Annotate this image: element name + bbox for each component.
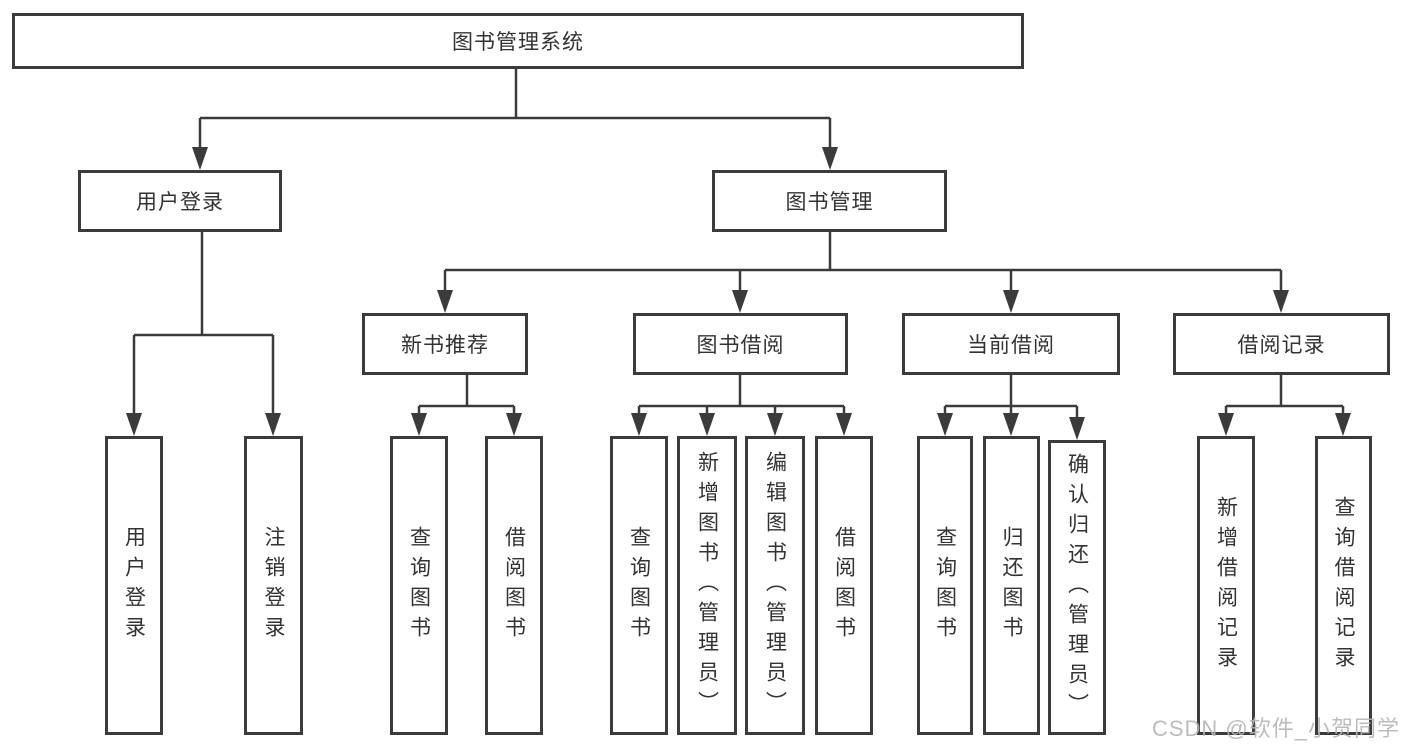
connector-book-management-branch — [437, 232, 1289, 313]
node-book-borrow: 图书借阅 — [633, 313, 848, 375]
leaf-add-books-admin-label: 新增图书（管理员） — [695, 450, 719, 721]
node-book-management-label: 图书管理 — [785, 191, 874, 214]
csdn-watermark: CSDN @软件_小贺同学 — [1151, 716, 1400, 741]
leaf-return-books-label: 归还图书 — [1000, 525, 1024, 646]
leaf-confirm-return-admin: 确认归还（管理员） — [1048, 440, 1106, 735]
leaf-query-borrow-record: 查询借阅记录 — [1315, 436, 1372, 735]
leaf-borrow-books-2-label: 借阅图书 — [832, 525, 856, 646]
node-borrow-records: 借阅记录 — [1173, 313, 1390, 375]
node-current-borrow-label: 当前借阅 — [967, 334, 1055, 357]
leaf-borrow-books-1: 借阅图书 — [485, 436, 543, 735]
leaf-query-books-1-label: 查询图书 — [407, 525, 431, 646]
leaf-borrow-books-2: 借阅图书 — [815, 436, 873, 735]
connector-user-login-branch — [126, 232, 281, 436]
leaf-add-borrow-record: 新增借阅记录 — [1197, 436, 1255, 735]
leaf-user-login: 用户登录 — [105, 436, 163, 735]
leaf-add-books-admin: 新增图书（管理员） — [677, 436, 737, 735]
leaf-add-borrow-record-label: 新增借阅记录 — [1214, 495, 1238, 676]
leaf-edit-books-admin-label: 编辑图书（管理员） — [763, 450, 787, 721]
leaf-logout: 注销登录 — [244, 436, 303, 735]
connector-borrow-records-branch — [1218, 375, 1351, 436]
node-new-book-recommend: 新书推荐 — [362, 313, 528, 375]
leaf-return-books: 归还图书 — [983, 436, 1040, 735]
node-book-management: 图书管理 — [712, 170, 947, 232]
leaf-confirm-return-admin-label: 确认归还（管理员） — [1065, 452, 1089, 723]
node-borrow-records-label: 借阅记录 — [1237, 334, 1326, 357]
connector-current-borrow-branch — [937, 375, 1085, 440]
node-root-label: 图书管理系统 — [452, 31, 584, 54]
connector-root-to-level2 — [192, 69, 838, 170]
connector-new-book-branch — [411, 375, 522, 436]
leaf-user-login-label: 用户登录 — [122, 525, 146, 646]
leaf-query-books-2: 查询图书 — [610, 436, 668, 735]
leaf-edit-books-admin: 编辑图书（管理员） — [745, 436, 805, 735]
leaf-query-books-3-label: 查询图书 — [933, 525, 957, 646]
connector-book-borrow-branch — [631, 375, 852, 436]
leaf-borrow-books-1-label: 借阅图书 — [502, 525, 526, 646]
leaf-query-books-3: 查询图书 — [917, 436, 973, 735]
leaf-logout-label: 注销登录 — [262, 525, 286, 646]
leaf-query-borrow-record-label: 查询借阅记录 — [1332, 495, 1356, 676]
node-current-borrow: 当前借阅 — [902, 313, 1120, 375]
leaf-query-books-1: 查询图书 — [390, 436, 448, 735]
node-user-login-label: 用户登录 — [136, 191, 224, 214]
node-user-login: 用户登录 — [78, 170, 282, 232]
node-book-borrow-label: 图书借阅 — [696, 334, 785, 357]
leaf-query-books-2-label: 查询图书 — [627, 525, 651, 646]
node-new-book-recommend-label: 新书推荐 — [401, 334, 489, 357]
node-root-system: 图书管理系统 — [12, 13, 1024, 69]
